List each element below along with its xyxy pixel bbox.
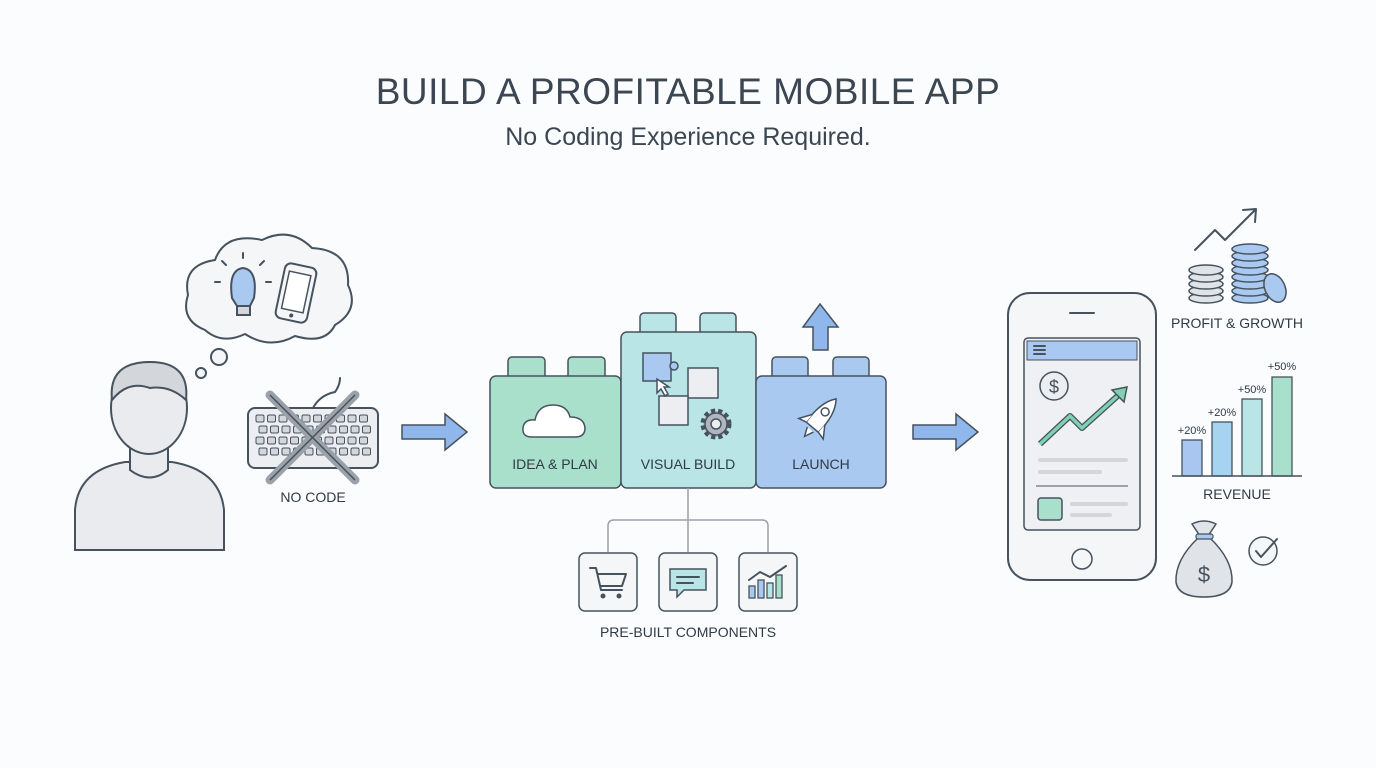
thought-bubble — [185, 233, 353, 379]
page-title: BUILD A PROFITABLE MOBILE APP — [376, 71, 1001, 112]
puzzle-icon — [642, 352, 719, 426]
block-label: VISUAL BUILD — [641, 456, 735, 472]
dollar-icon — [1039, 371, 1069, 401]
key — [255, 414, 265, 423]
key — [347, 436, 357, 445]
key — [350, 447, 360, 456]
check-circle-icon — [1248, 536, 1278, 566]
components-label: PRE-BUILT COMPONENTS — [600, 624, 776, 640]
cart-icon — [589, 567, 627, 591]
key — [362, 425, 371, 434]
coins-growth-icon — [1188, 208, 1287, 304]
block-label: IDEA & PLAN — [512, 456, 598, 472]
coin — [1263, 273, 1287, 303]
key — [359, 414, 368, 423]
block-visual-build: VISUAL BUILD — [620, 312, 757, 489]
page-subtitle: No Coding Experience Required. — [505, 123, 871, 151]
coin — [1188, 264, 1224, 276]
key — [362, 447, 371, 456]
key — [347, 414, 357, 423]
component-chart — [738, 552, 798, 612]
no-code-label: NO CODE — [280, 489, 345, 505]
component-chat — [658, 552, 718, 612]
component-cart — [578, 552, 638, 612]
smartphone-icon — [274, 262, 318, 324]
key — [359, 436, 368, 445]
lightbulb-icon — [214, 252, 272, 316]
menu-icon — [1033, 345, 1046, 355]
revenue-bar — [1241, 398, 1263, 477]
home-button — [1071, 548, 1093, 570]
bar-label: +50% — [1268, 361, 1297, 373]
key — [313, 414, 322, 423]
block-idea-plan: IDEA & PLAN — [489, 356, 622, 489]
revenue-bar — [1181, 439, 1203, 477]
rocket-icon — [796, 397, 837, 442]
key — [304, 447, 314, 456]
profit-growth-label: PROFIT & GROWTH — [1171, 315, 1303, 331]
key — [267, 436, 276, 445]
revenue-bar — [1271, 376, 1293, 477]
crossed-keyboard-icon — [247, 377, 379, 485]
block-label: LAUNCH — [792, 456, 850, 472]
revenue-bar — [1211, 421, 1233, 477]
coin — [1231, 243, 1269, 255]
key — [258, 447, 268, 456]
key — [281, 447, 291, 456]
bar-label: +20% — [1178, 425, 1207, 437]
bar-label: +20% — [1208, 407, 1237, 419]
revenue-chart: +20% +20% +50% +50% — [1172, 361, 1302, 477]
key — [336, 436, 345, 445]
arrow-up-icon — [801, 302, 840, 351]
money-bag-icon: $ — [1175, 520, 1233, 598]
key — [270, 425, 279, 434]
key — [324, 436, 334, 445]
key — [267, 414, 276, 423]
person-icon — [74, 360, 225, 551]
key — [278, 436, 288, 445]
gear-icon — [700, 408, 732, 440]
cloud-icon — [522, 404, 586, 438]
connector-lines — [607, 488, 769, 552]
key — [281, 425, 291, 434]
key — [350, 425, 360, 434]
key — [339, 447, 348, 456]
bar-chart-icon — [748, 565, 787, 599]
bar-label: +50% — [1238, 384, 1267, 396]
phone-mockup: $ — [1007, 292, 1157, 581]
key — [290, 436, 299, 445]
key — [327, 425, 337, 434]
key — [258, 425, 268, 434]
arrow-right-icon — [401, 412, 469, 452]
svg-text:$: $ — [1198, 562, 1210, 587]
key — [301, 414, 311, 423]
key — [339, 425, 348, 434]
arrow-right-icon — [912, 412, 980, 452]
key — [270, 447, 279, 456]
key — [278, 414, 288, 423]
block-launch: LAUNCH — [755, 356, 887, 489]
revenue-label: REVENUE — [1203, 486, 1271, 502]
key — [255, 436, 265, 445]
svg-text:$: $ — [1049, 377, 1059, 397]
